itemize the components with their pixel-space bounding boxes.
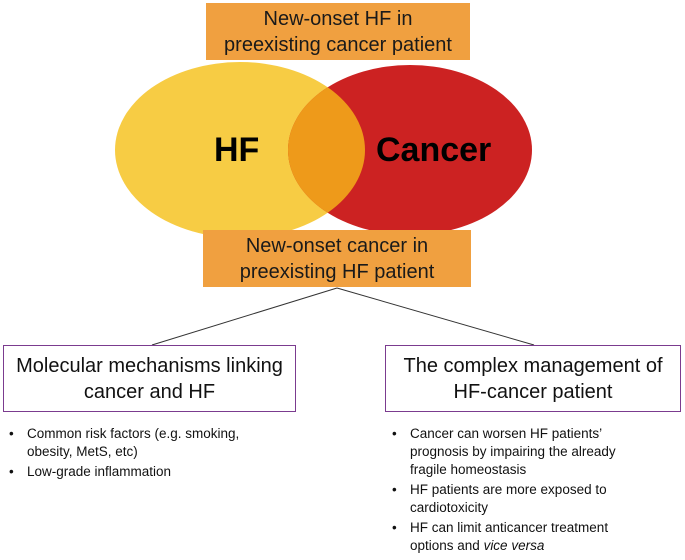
new-onset-hf-line1: New-onset HF in <box>263 7 413 30</box>
new-onset-cancer-line2: preexisting HF patient <box>239 260 435 283</box>
bullet-icon: • <box>392 426 397 441</box>
connector-line-left <box>151 287 338 346</box>
list-item: • HF can limit anticancer treatment opti… <box>388 519 678 555</box>
bullet-text-line: fragile homeostasis <box>410 462 527 477</box>
molecular-mechanisms-title-line1: Molecular mechanisms linking <box>16 354 283 377</box>
new-onset-cancer-line1: New-onset cancer in <box>245 234 429 257</box>
complex-management-title-line2: HF-cancer patient <box>453 380 613 403</box>
new-onset-hf-box: New-onset HF in preexisting cancer patie… <box>206 3 470 60</box>
new-onset-hf-line2: preexisting cancer patient <box>224 33 452 56</box>
bullet-icon: • <box>9 464 14 479</box>
complex-management-title-line1: The complex management of <box>403 354 663 377</box>
mechanisms-bullet-list: • Common risk factors (e.g. smoking, obe… <box>5 425 295 483</box>
bullet-text-line: cardiotoxicity <box>410 500 489 515</box>
molecular-mechanisms-title-line2: cancer and HF <box>83 380 216 403</box>
connector-line-right <box>336 287 535 346</box>
bullet-text-line: Cancer can worsen HF patients’ <box>410 426 603 441</box>
bullet-icon: • <box>9 426 14 441</box>
management-bullet-list: • Cancer can worsen HF patients’ prognos… <box>388 425 678 557</box>
bullet-text-line: Common risk factors (e.g. smoking, <box>27 426 240 441</box>
list-item: • Common risk factors (e.g. smoking, obe… <box>5 425 295 461</box>
bullet-text-line: HF patients are more exposed to <box>410 482 607 497</box>
bullet-text-italic: vice versa <box>483 538 545 553</box>
bullet-text-line: HF can limit anticancer treatment <box>410 520 609 535</box>
complex-management-box: The complex management of HF-cancer pati… <box>385 345 681 412</box>
bullet-icon: • <box>392 520 397 535</box>
bullet-text-line: prognosis by impairing the already <box>410 444 616 459</box>
bullet-text-line: obesity, MetS, etc) <box>27 444 138 459</box>
bullet-icon: • <box>392 482 397 497</box>
bullet-text-line: Low-grade inflammation <box>27 464 172 479</box>
list-item: • Low-grade inflammation <box>5 463 295 481</box>
cancer-label: Cancer <box>376 131 492 169</box>
list-item: • Cancer can worsen HF patients’ prognos… <box>388 425 678 479</box>
molecular-mechanisms-box: Molecular mechanisms linking cancer and … <box>3 345 296 412</box>
bullet-text-line: options and <box>410 538 484 553</box>
list-item: • HF patients are more exposed to cardio… <box>388 481 678 517</box>
hf-circle <box>115 62 365 238</box>
overlap-region <box>288 65 365 235</box>
new-onset-cancer-box: New-onset cancer in preexisting HF patie… <box>203 230 471 287</box>
hf-label: HF <box>214 131 260 169</box>
